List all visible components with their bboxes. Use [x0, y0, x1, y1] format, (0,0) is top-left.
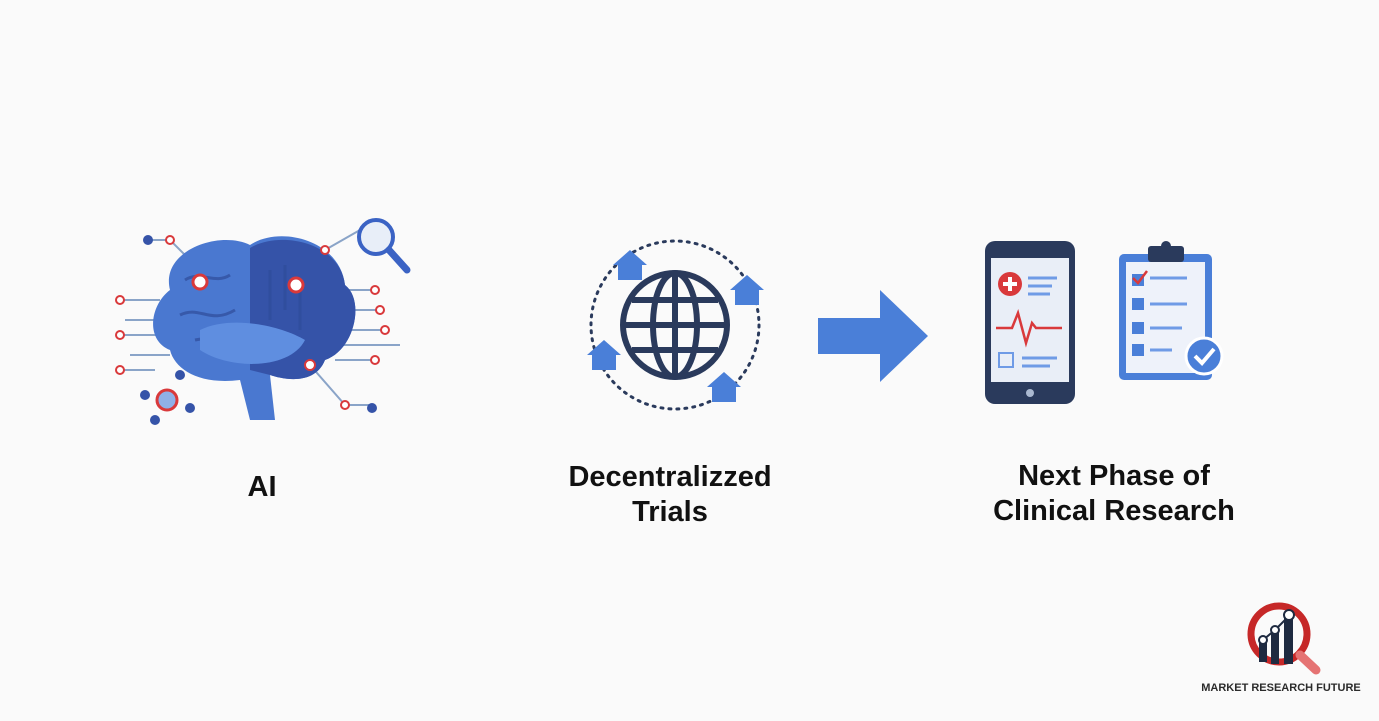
globe-homes-icon — [587, 239, 764, 411]
right-arrow-icon — [818, 290, 928, 382]
stage-label-next-phase: Next Phase of Clinical Research — [993, 459, 1235, 529]
brand-name: MARKET RESEARCH FUTURE — [1201, 682, 1361, 694]
market-research-future-logo — [1247, 602, 1321, 675]
phone-clipboard-icon — [985, 241, 1224, 404]
label-line-2: Trials — [632, 496, 708, 528]
label-line-1: Next Phase of — [1018, 460, 1210, 492]
stage-label-decentralized-trials: Decentralizzed Trials — [568, 460, 771, 530]
label-line-2: Clinical Research — [993, 495, 1235, 527]
label-line-1: Decentralizzed — [568, 461, 772, 493]
ai-brain-icon — [115, 218, 411, 425]
stage-label-ai: AI — [247, 471, 277, 503]
